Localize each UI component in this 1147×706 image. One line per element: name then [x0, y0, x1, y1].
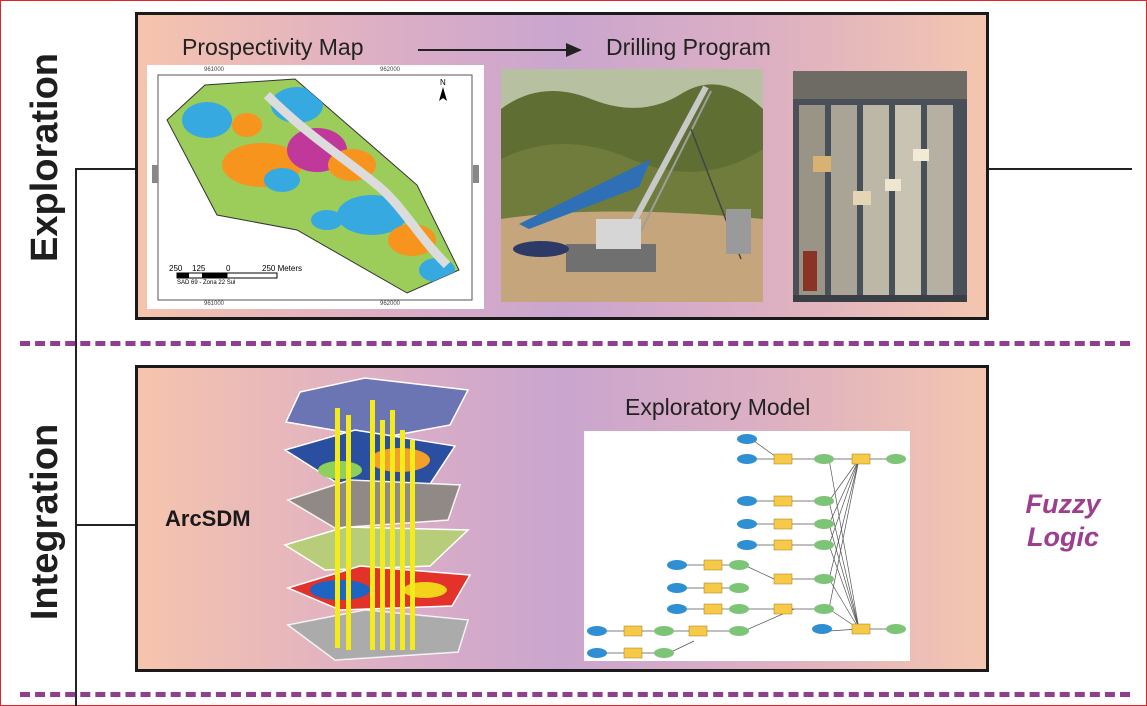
drilling-program-title: Drilling Program — [606, 34, 771, 60]
scale-label-250-meters: 250 Meters — [262, 264, 303, 273]
exploratory-model-diagram — [584, 431, 910, 661]
exploration-panel: Prospectivity Map Drilling Program — [135, 12, 989, 320]
exploratory-model-title: Exploratory Model — [625, 394, 811, 420]
prospectivity-map: N 961000 962000 961000 962000 250 125 0 … — [147, 65, 484, 309]
drilling-rig-photo — [501, 69, 763, 302]
integration-side-label: Integration — [24, 423, 66, 621]
arrow-icon — [418, 43, 582, 57]
north-arrow-label: N — [440, 78, 446, 87]
map-tick-top-left: 961000 — [204, 67, 225, 73]
map-tick-top-right: 962000 — [380, 67, 401, 73]
model-flowchart — [587, 434, 906, 659]
map-tick-bottom-left: 961000 — [204, 301, 225, 307]
integration-panel: Exploratory Model ArcSDM — [135, 365, 989, 672]
connector-to-integration — [75, 524, 137, 526]
fuzzy-logic-label: Fuzzy Logic — [1025, 489, 1101, 552]
connector-to-exploration — [75, 168, 137, 170]
connector-vertical-line — [75, 168, 77, 706]
connector-right-exploration — [987, 168, 1132, 170]
map-datum-label: SAD 69 - Zona 22 Sul — [177, 280, 236, 286]
scale-label-0: 0 — [226, 264, 231, 273]
drill-core-drawing — [793, 71, 967, 302]
scale-label-250: 250 — [169, 264, 183, 273]
layer-stack — [283, 377, 472, 661]
dashed-separator-top — [20, 341, 1130, 346]
exploration-side-label: Exploration — [24, 52, 66, 262]
arcsdm-label: ArcSDM — [165, 506, 251, 531]
prospectivity-map-title: Prospectivity Map — [182, 34, 364, 60]
dashed-separator-bottom — [20, 692, 1130, 697]
drill-core-photo — [793, 71, 967, 302]
map-tick-bottom-right: 962000 — [380, 301, 401, 307]
drilling-rig-drawing — [501, 69, 763, 302]
scale-label-125: 125 — [192, 264, 206, 273]
map-drawing — [152, 74, 479, 301]
